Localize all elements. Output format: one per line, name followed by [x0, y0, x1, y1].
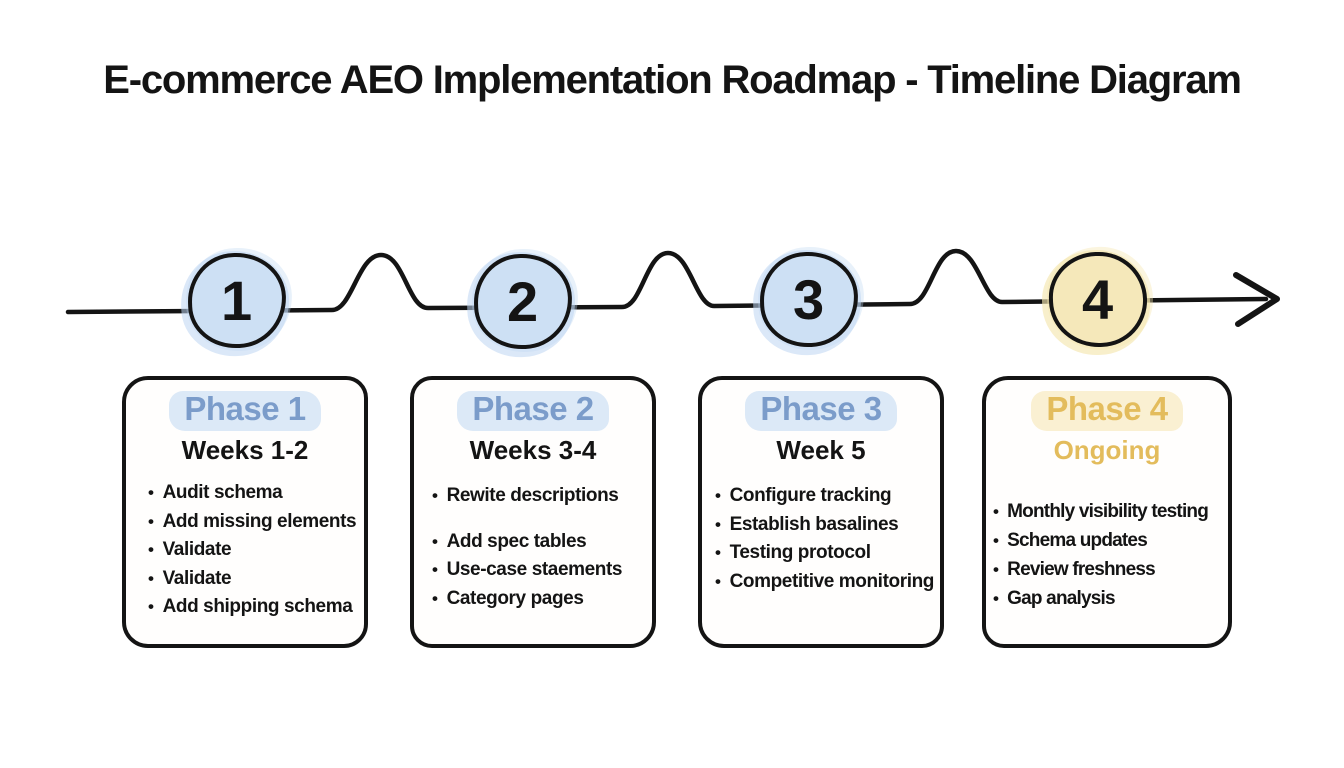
task-item: • Category pages [432, 585, 650, 614]
task-item: • Audit schema [148, 479, 362, 508]
task-label: Review freshness [1007, 559, 1156, 581]
phase-card-2: Phase 2 Weeks 3-4 • Rewite descriptions •… [410, 376, 656, 648]
task-label: Add spec tables [446, 530, 587, 552]
task-label: Validate [162, 539, 232, 561]
task-label: Monthly visibility testing [1007, 501, 1209, 523]
task-item: • Competitive monitoring [715, 568, 938, 597]
task-label: Add missing elements [162, 510, 357, 532]
bullet-icon: • [993, 502, 999, 522]
task-item: • Establish basalines [715, 511, 938, 540]
phase-label: Phase 4 [1031, 390, 1183, 432]
page-title: E-commerce AEO Implementation Roadmap - … [103, 58, 1242, 102]
task-label: Use-case staements [446, 559, 623, 581]
bullet-icon: • [432, 486, 438, 506]
timeline-path [65, 248, 1269, 315]
arrow-right-icon [1233, 272, 1280, 327]
node-number: 3 [793, 268, 825, 331]
task-label: Configure tracking [729, 485, 892, 507]
task-list: • Audit schema • Add missing elements • Val… [126, 479, 364, 622]
bullet-icon: • [993, 531, 999, 551]
phase-timeframe: Weeks 3-4 [469, 435, 597, 466]
bullet-icon: • [993, 589, 999, 609]
timeline-line [65, 248, 1280, 327]
phase-label: Phase 2 [457, 390, 609, 432]
bullet-icon: • [715, 543, 721, 563]
task-label: Competitive monitoring [729, 570, 935, 592]
task-label: Validate [162, 567, 232, 589]
task-item: • Review freshness [993, 555, 1226, 584]
bullet-icon: • [715, 514, 721, 534]
task-list: • Configure tracking • Establish basalines… [702, 482, 940, 596]
task-item: • Add shipping schema [148, 593, 362, 622]
bullet-icon: • [148, 540, 154, 560]
phase-card-1: Phase 1 Weeks 1-2 • Audit schema • Add mis… [122, 376, 368, 648]
phase-label: Phase 1 [169, 390, 321, 432]
phase-timeframe: Weeks 1-2 [181, 435, 309, 466]
task-list: • Monthly visibility testing • Schema upda… [986, 497, 1228, 613]
task-label: Rewite descriptions [446, 485, 619, 507]
task-label: Gap analysis [1007, 588, 1115, 610]
phase-card-4: Phase 4 Ongoing • Monthly visibility test… [982, 376, 1232, 648]
bullet-icon: • [993, 560, 999, 580]
phase-timeframe: Week 5 [776, 435, 866, 466]
bullet-icon: • [432, 588, 438, 608]
task-list: • Rewite descriptions • Add spec tables • U… [414, 482, 652, 613]
bullet-icon: • [432, 531, 438, 551]
task-label: Testing protocol [729, 542, 871, 564]
bullet-icon: • [148, 568, 154, 588]
task-item: • Testing protocol [715, 539, 938, 568]
task-item: • Schema updates [993, 526, 1226, 555]
phase-card-3: Phase 3 Week 5 • Configure tracking • Esta… [698, 376, 944, 648]
task-item: • Rewite descriptions [432, 482, 650, 511]
task-item: • Monthly visibility testing [993, 497, 1226, 526]
task-label: Establish basalines [729, 513, 899, 535]
task-label: Schema updates [1007, 530, 1148, 552]
bullet-icon: • [432, 560, 438, 580]
task-label: Category pages [446, 587, 584, 609]
task-label: Audit schema [162, 482, 283, 504]
task-item: • Validate [148, 536, 362, 565]
bullet-icon: • [715, 486, 721, 506]
node-number: 2 [507, 270, 539, 333]
bullet-icon: • [148, 597, 154, 617]
phase-timeframe: Ongoing [1053, 435, 1161, 466]
node-number: 4 [1082, 268, 1114, 331]
bullet-icon: • [148, 483, 154, 503]
task-item: • Configure tracking [715, 482, 938, 511]
bullet-icon: • [715, 571, 721, 591]
task-item: • Use-case staements [432, 556, 650, 585]
task-label: Add shipping schema [162, 596, 353, 618]
task-item: • Gap analysis [993, 584, 1226, 613]
task-item: • Validate [148, 565, 362, 594]
task-item: • Add spec tables [432, 528, 650, 557]
node-number: 1 [221, 269, 253, 332]
bullet-icon: • [148, 511, 154, 531]
phase-label: Phase 3 [745, 390, 897, 432]
task-item: • Add missing elements [148, 508, 362, 537]
